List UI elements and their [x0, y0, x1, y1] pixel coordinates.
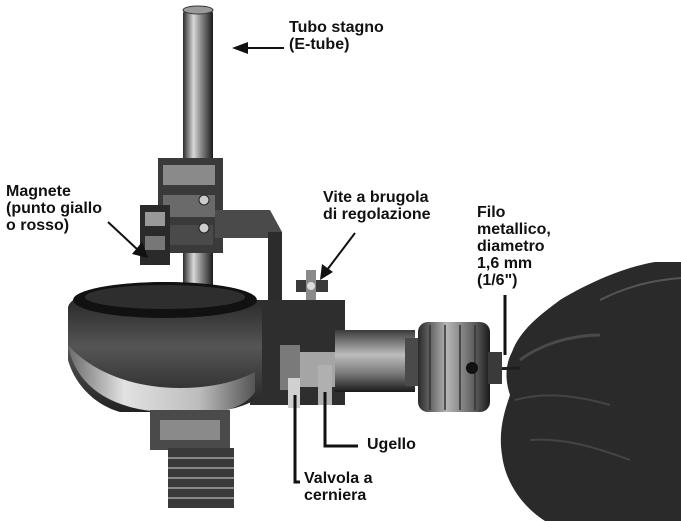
nozzle-detail	[318, 365, 332, 405]
bowl	[68, 282, 262, 412]
hinge-detail	[288, 378, 300, 408]
label-magnet: Magnete (punto giallo o rosso)	[6, 183, 102, 234]
gloved-hand	[500, 262, 681, 521]
screw-arrowhead	[320, 264, 333, 280]
label-nozzle: Ugello	[367, 436, 416, 453]
screw-arrow	[326, 232, 356, 271]
label-adjust-screw: Vite a brugola di regolazione	[323, 189, 431, 223]
nozzle-leader	[323, 392, 358, 448]
label-hinge-valve: Valvola a cerniera	[304, 470, 373, 504]
lower-fitting	[150, 410, 234, 508]
magnet-arrow	[107, 221, 139, 251]
adjust-screw	[296, 270, 328, 304]
knurled-knob	[418, 322, 502, 412]
valve-leader	[293, 395, 300, 484]
tube-arrowhead	[232, 42, 248, 54]
magnet-bracket	[140, 158, 282, 302]
leader-lines	[107, 42, 507, 484]
magnet-arrowhead	[132, 242, 148, 258]
label-tube: Tubo stagno (E-tube)	[289, 19, 384, 53]
valve-body	[250, 300, 423, 405]
label-metal-wire: Filo metallico, diametro 1,6 mm (1/6")	[477, 204, 551, 289]
